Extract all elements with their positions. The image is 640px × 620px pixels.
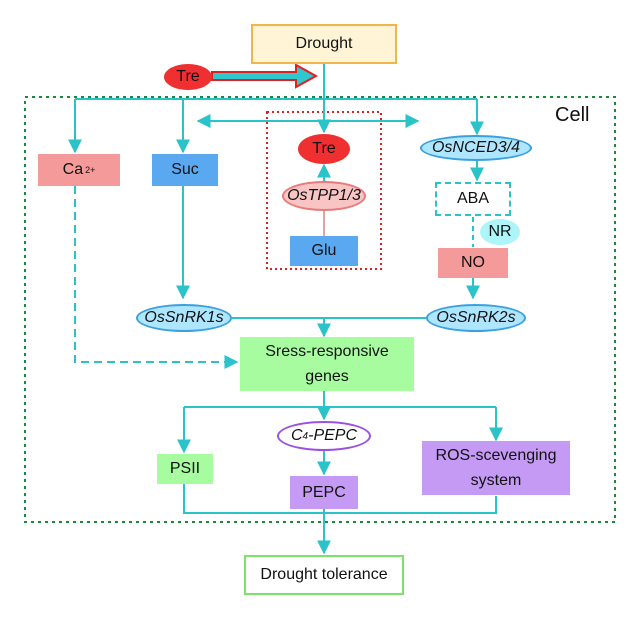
nr-label: NR bbox=[488, 223, 512, 240]
ostpp-node: OsTPP1/3 bbox=[282, 181, 366, 211]
stress-genes-line1: Sress-responsive bbox=[265, 343, 389, 360]
ossnrk1-node: OsSnRK1s bbox=[136, 304, 232, 332]
no-box: NO bbox=[438, 248, 508, 278]
psii-label: PSII bbox=[169, 460, 201, 477]
ossnrk2-node: OsSnRK2s bbox=[426, 304, 526, 332]
aba-box: ABA bbox=[435, 182, 511, 216]
drought-box: Drought bbox=[251, 24, 397, 64]
drought-tolerance-box: Drought tolerance bbox=[244, 555, 404, 595]
ca-label: Ca bbox=[62, 161, 84, 178]
nr-node: NR bbox=[480, 219, 520, 245]
psii-box: PSII bbox=[157, 454, 213, 484]
cell-boundary bbox=[24, 96, 616, 523]
stress-genes-line2: genes bbox=[305, 368, 349, 385]
suc-box: Suc bbox=[152, 154, 218, 186]
cell-label: Cell bbox=[555, 104, 590, 126]
ossnrk2-label: OsSnRK2s bbox=[436, 309, 516, 326]
ca-to-genes-dashed-arrow bbox=[74, 186, 239, 369]
ostpp-label: OsTPP1/3 bbox=[287, 187, 361, 204]
glu-box: Glu bbox=[290, 236, 358, 266]
no-label: NO bbox=[461, 254, 485, 271]
tre-outside-node: Tre bbox=[164, 64, 212, 90]
c4pepc-prefix: C bbox=[290, 427, 303, 444]
ossnrk1-label: OsSnRK1s bbox=[144, 309, 224, 326]
tre-inside-node: Tre bbox=[298, 134, 350, 164]
c4pepc-suffix: -PEPC bbox=[308, 427, 358, 444]
pepc-box: PEPC bbox=[290, 476, 358, 509]
tre-uptake-arrow bbox=[211, 63, 319, 89]
ca-superscript: 2+ bbox=[85, 165, 96, 175]
osnced-label: OsNCED3/4 bbox=[431, 139, 521, 156]
osnced-node: OsNCED3/4 bbox=[420, 135, 532, 161]
psii-to-tolerance-line bbox=[183, 484, 324, 514]
ros-line2: system bbox=[470, 472, 522, 489]
ros-to-tolerance-line bbox=[324, 496, 497, 514]
pepc-label: PEPC bbox=[302, 483, 346, 501]
c4pepc-subscript: 4 bbox=[302, 430, 309, 442]
glu-label: Glu bbox=[311, 242, 337, 259]
tre-inside-label: Tre bbox=[312, 140, 336, 157]
drought-tolerance-label: Drought tolerance bbox=[260, 566, 388, 583]
ros-box: ROS-scevenging system bbox=[422, 441, 570, 495]
tre-outside-label: Tre bbox=[176, 68, 200, 85]
suc-label: Suc bbox=[171, 161, 199, 178]
ros-line1: ROS-scevenging bbox=[435, 447, 557, 464]
stress-genes-box: Sress-responsive genes bbox=[240, 337, 414, 391]
aba-label: ABA bbox=[456, 190, 489, 207]
drought-label: Drought bbox=[295, 35, 353, 52]
